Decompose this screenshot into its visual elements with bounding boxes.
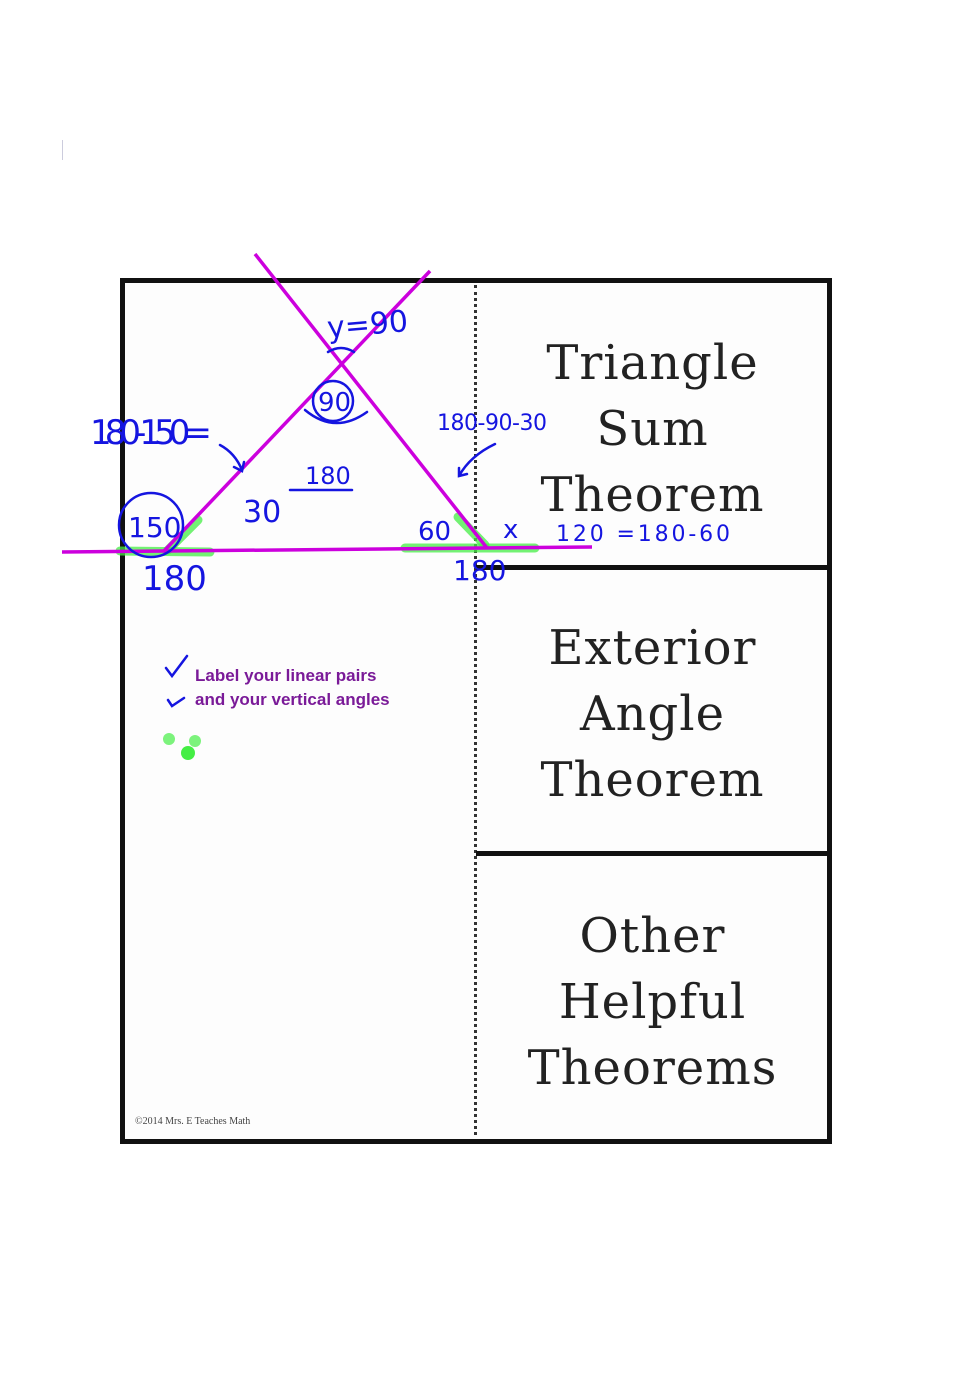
line-right-side — [253, 252, 489, 550]
panel-other-helpful-theorems[interactable]: Other Helpful Theorems — [480, 903, 825, 1101]
circle-90 — [311, 379, 355, 423]
panel-triangle-sum-theorem[interactable]: Triangle Sum Theorem — [480, 330, 825, 528]
copyright: ©2014 Mrs. E Teaches Math — [135, 1116, 251, 1127]
triangle-lines — [61, 252, 593, 554]
panel-title-line: Sum — [596, 401, 709, 457]
green-dots — [163, 733, 201, 760]
hw-left-angle: 30 — [243, 495, 281, 530]
line-base — [61, 545, 593, 554]
hw-right-angle: 60 — [418, 517, 451, 547]
hw-x-var: x — [503, 515, 518, 545]
panel-divider — [476, 851, 828, 856]
arc-mark — [326, 346, 356, 354]
note-linear-pairs: Label your linear pairs — [195, 666, 377, 685]
panel-title-line: Triangle — [546, 335, 759, 391]
arrow-icon — [218, 443, 246, 473]
hw-top-angle: 90 — [318, 388, 351, 418]
hw-sum: 180 — [305, 462, 351, 490]
arrow-icon — [457, 442, 497, 478]
hw-right-expr: 180-90-30 — [437, 411, 547, 436]
hw-left-line: 180 — [142, 559, 207, 599]
note-vertical-angles: and your vertical angles — [195, 690, 390, 709]
hw-ext-left: 150 — [128, 511, 181, 544]
text-cursor — [62, 140, 63, 160]
line-left-side — [161, 269, 432, 554]
panel-title-line: Theorem — [540, 752, 765, 808]
panel-title-line: Theorems — [527, 1040, 778, 1096]
panel-title-line: Theorem — [540, 467, 765, 523]
circle-150 — [117, 491, 185, 559]
panel-title-line: Exterior — [548, 620, 757, 676]
panel-title-line: Angle — [579, 686, 726, 742]
panel-divider — [476, 565, 828, 570]
fold-line — [474, 285, 477, 1135]
panel-title-line: Helpful — [558, 974, 747, 1030]
hw-right-line: 180 — [453, 554, 506, 587]
panel-title-line: Other — [579, 908, 726, 964]
check-icon — [166, 696, 186, 708]
hw-left-expr: 180-150= — [90, 413, 212, 453]
hw-x-expr: 120 =180-60 — [556, 522, 730, 547]
check-icon — [164, 654, 189, 679]
hw-y-label: y=90 — [326, 304, 410, 346]
panel-exterior-angle-theorem[interactable]: Exterior Angle Theorem — [480, 615, 825, 813]
